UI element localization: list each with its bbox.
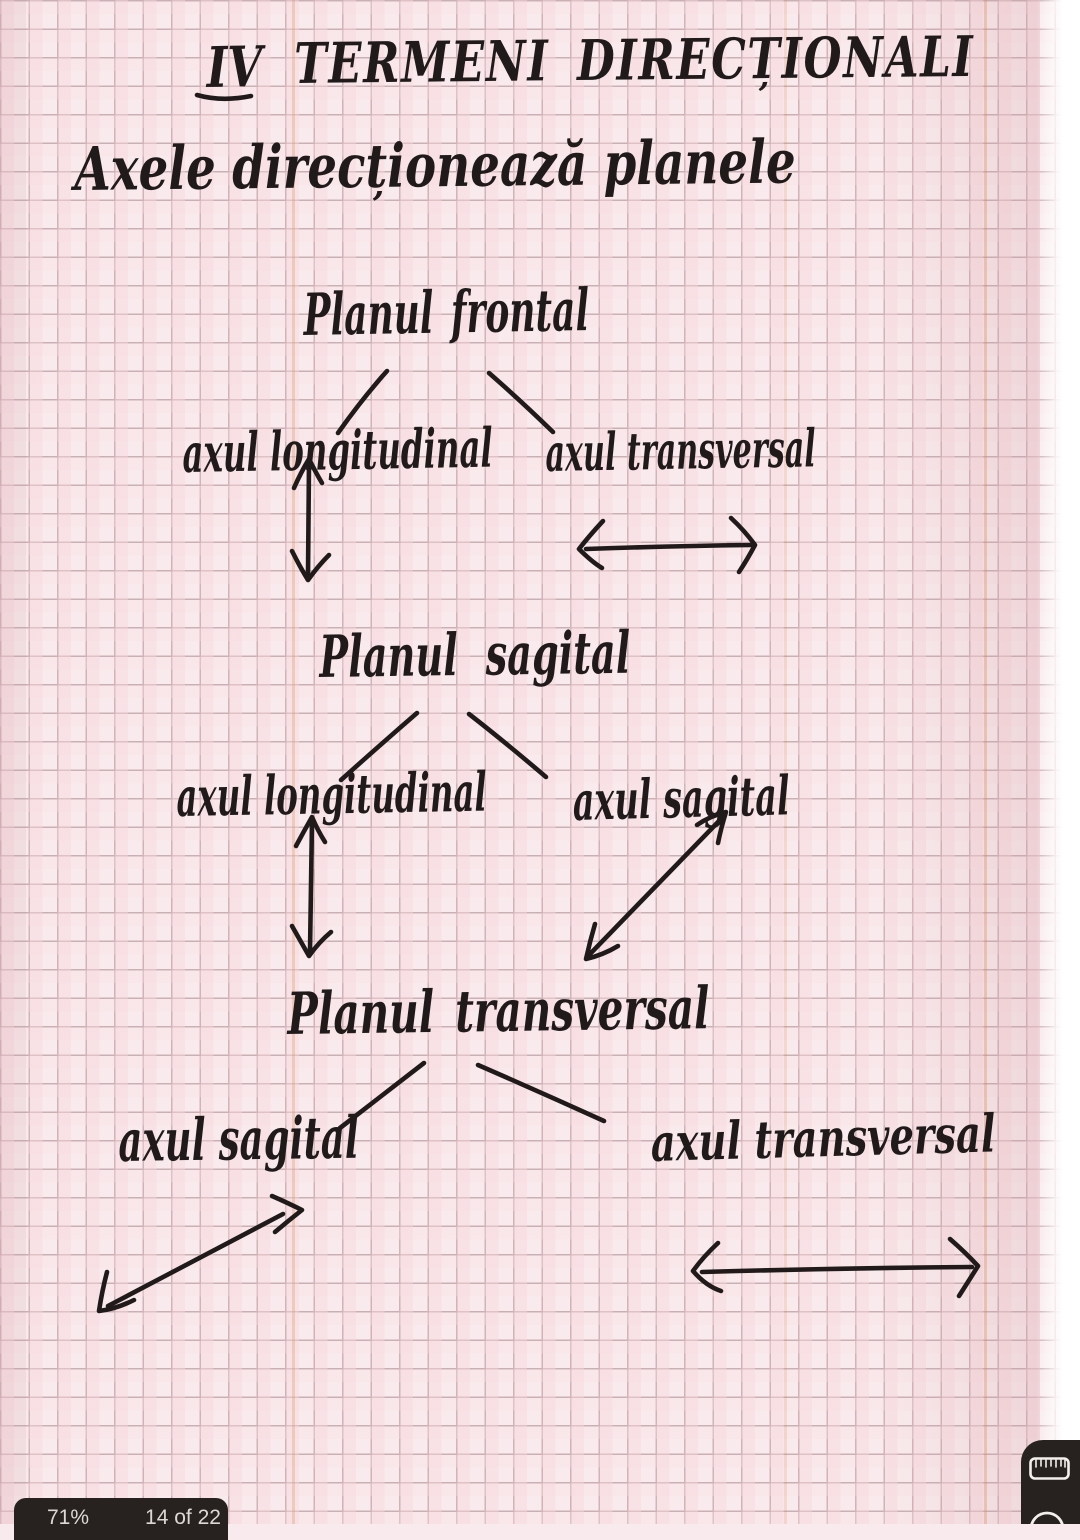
clock-icon[interactable] <box>1029 1511 1065 1540</box>
zoom-level[interactable]: 71% <box>47 1506 90 1529</box>
title-numeral: IV <box>205 34 263 101</box>
ruler-icon[interactable] <box>1029 1457 1070 1480</box>
section1-connectors <box>335 368 556 436</box>
page-indicator[interactable]: 14 of 22 <box>145 1506 221 1529</box>
axis-label-transversal-3: axul transversal <box>649 1103 997 1174</box>
axis-label-longitudinal-1: axul longitudinal <box>181 415 494 485</box>
vertical-double-arrow-2 <box>289 814 334 959</box>
tools-panel <box>1021 1440 1080 1540</box>
diagonal-double-arrow-3 <box>96 1193 305 1314</box>
page-title: TERMENI DIRECȚIONALI <box>293 23 975 97</box>
paper-shadow-band <box>880 0 1040 1524</box>
plane-label-transversal: Planul transversal <box>286 974 710 1048</box>
axis-label-sagital-3: axul sagital <box>117 1103 360 1175</box>
axis-label-longitudinal-2: axul longitudinal <box>175 759 488 829</box>
horizontal-double-arrow-3 <box>690 1236 981 1299</box>
horizontal-double-arrow-1 <box>576 515 758 575</box>
axis-label-transversal-1: axul transversal <box>544 418 817 484</box>
section2-connectors <box>338 710 549 783</box>
subtitle: Axele direcționează planele <box>73 127 797 205</box>
axis-label-sagital-2: axul sagital <box>571 763 791 833</box>
page-edge <box>1036 0 1080 1524</box>
plane-label-sagital: Planul sagital <box>318 618 631 691</box>
section3-connectors <box>337 1060 607 1131</box>
paper-shadow-band <box>0 0 26 1524</box>
paper-warm-line <box>292 0 295 1524</box>
title-underline <box>194 92 254 102</box>
paper-warm-line <box>784 0 787 1524</box>
paper-warm-line <box>984 0 987 1524</box>
diagonal-double-arrow-2 <box>583 809 729 962</box>
plane-label-frontal: Planul frontal <box>302 276 590 349</box>
vertical-double-arrow-1 <box>289 456 332 583</box>
status-bar: 71% 14 of 22 <box>14 1498 228 1540</box>
